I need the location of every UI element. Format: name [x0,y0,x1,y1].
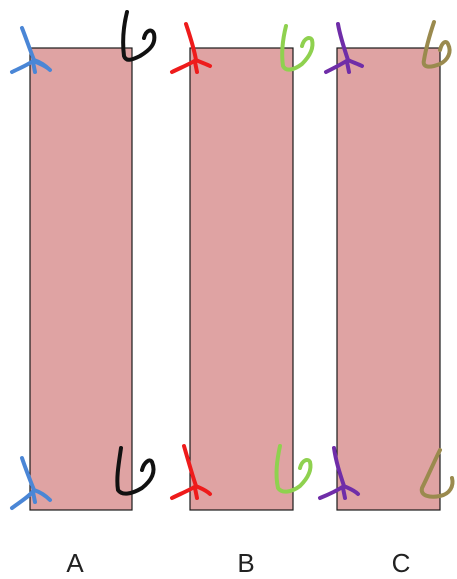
strip-c-bottom-left-mark [318,446,360,500]
strip-b-rect [189,47,294,511]
strip-b-bottom-left-mark [170,444,212,500]
strip-c-bottom-right-mark [419,448,455,499]
strip-b [170,22,315,511]
strip-a-rect [29,47,133,511]
strip-label-b: B [237,548,255,578]
strip-c-top-left-mark [324,22,364,74]
strip-c-rect [336,47,441,511]
strip-b-top-left-mark [170,22,212,74]
strip-a [10,10,157,511]
strip-a-bottom-right-mark [115,446,156,496]
strip-a-bottom-left-mark [10,456,52,510]
strip-c [318,20,455,511]
strip-b-bottom-right-mark [274,444,313,494]
strip-label-a: A [66,548,84,578]
strip-c-top-right-mark [421,20,452,69]
strip-label-c: C [391,548,411,578]
strip-a-top-left-mark [10,26,52,74]
strip-a-top-right-mark [121,10,157,62]
strip-b-top-right-mark [280,24,315,72]
